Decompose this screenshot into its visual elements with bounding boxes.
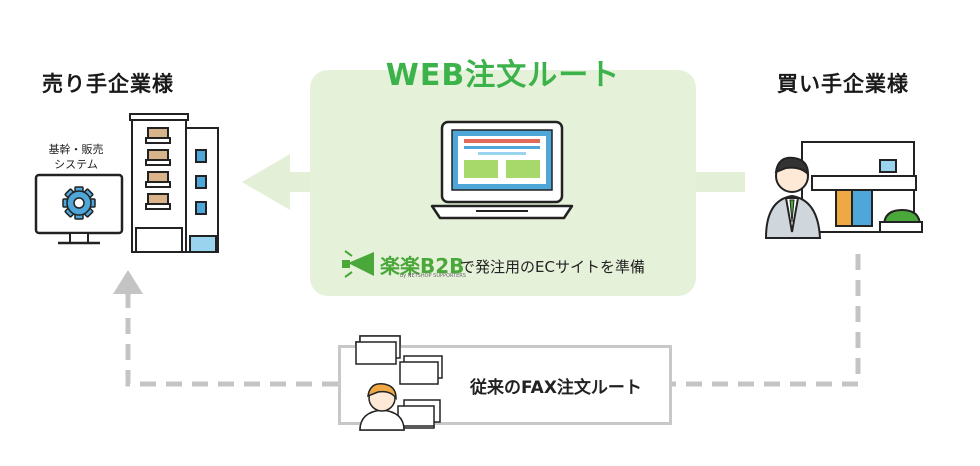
rakuraku-megaphone-icon [342, 250, 374, 278]
web-route-caption: で発注用のECサイトを準備 [460, 258, 645, 276]
system-label-line-2: システム [54, 158, 98, 171]
businessman-icon [764, 156, 822, 239]
buyer-store-icon [801, 141, 923, 233]
gear-icon [62, 186, 96, 220]
seller-building-icon [129, 113, 219, 253]
fax-arrow-head [113, 270, 143, 294]
system-label-line-1: 基幹・販売 [48, 143, 104, 156]
rakuraku-logo-sub: by NETSHOP SUPPORTERS [400, 273, 466, 279]
system-label: 基幹・販売 システム [38, 142, 114, 172]
fax-route-label: 従来のFAX注文ルート [470, 378, 642, 398]
seller-title: 売り手企業様 [42, 72, 174, 96]
laptop-icon [430, 120, 574, 220]
rakuraku-logo-text: 楽楽B2B [380, 254, 465, 278]
buyer-title: 買い手企業様 [777, 72, 909, 96]
web-route-title: WEB注文ルート [385, 58, 621, 93]
fax-route-arrow [125, 254, 861, 387]
